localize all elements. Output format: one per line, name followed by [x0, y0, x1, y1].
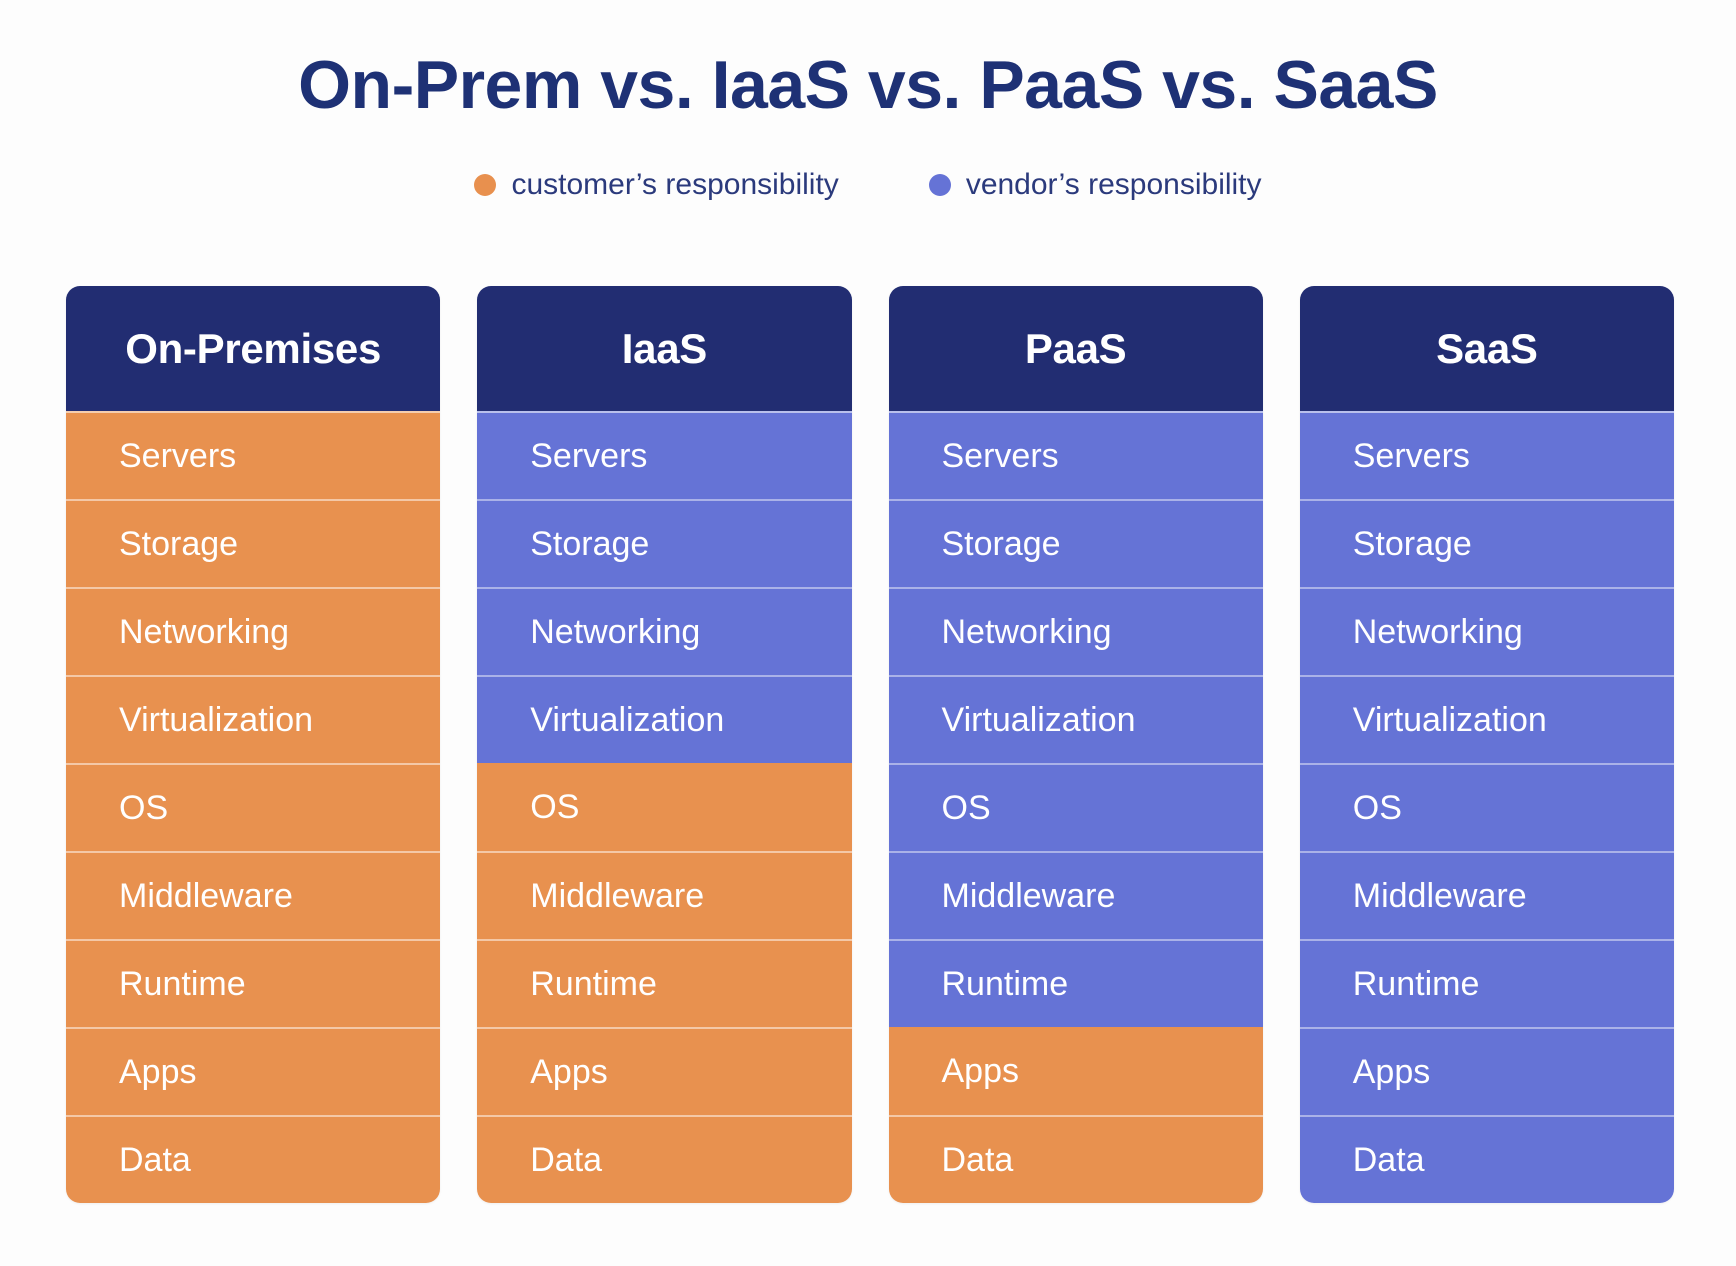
cell-on-premises-servers: Servers — [66, 411, 441, 499]
cell-on-premises-os: OS — [66, 763, 441, 851]
cell-iaas-networking: Networking — [477, 587, 852, 675]
cell-on-premises-data: Data — [66, 1115, 441, 1203]
legend-label-customer: customer’s responsibility — [511, 168, 839, 201]
column-header-on-premises: On-Premises — [66, 286, 441, 411]
cell-iaas-apps: Apps — [477, 1027, 852, 1115]
cell-on-premises-apps: Apps — [66, 1027, 441, 1115]
cell-saas-apps: Apps — [1299, 1027, 1674, 1115]
legend-item-customer: customer’s responsibility — [474, 168, 839, 202]
cell-saas-data: Data — [1299, 1115, 1674, 1203]
cell-paas-servers: Servers — [888, 411, 1263, 499]
cell-iaas-virtualization: Virtualization — [477, 675, 852, 763]
cell-on-premises-virtualization: Virtualization — [66, 675, 441, 763]
cell-iaas-servers: Servers — [477, 411, 852, 499]
cell-on-premises-networking: Networking — [66, 587, 441, 675]
cell-iaas-os: OS — [477, 763, 852, 851]
cell-saas-networking: Networking — [1299, 587, 1674, 675]
cell-saas-middleware: Middleware — [1299, 851, 1674, 939]
legend-dot-icon-customer — [474, 174, 497, 196]
cell-iaas-storage: Storage — [477, 499, 852, 587]
cell-paas-storage: Storage — [888, 499, 1263, 587]
legend-dot-icon-vendor — [928, 174, 951, 196]
cell-saas-runtime: Runtime — [1299, 939, 1674, 1027]
cell-saas-servers: Servers — [1299, 411, 1674, 499]
cell-paas-os: OS — [888, 763, 1263, 851]
cell-iaas-runtime: Runtime — [477, 939, 852, 1027]
cell-paas-apps: Apps — [888, 1027, 1263, 1115]
cell-saas-virtualization: Virtualization — [1299, 675, 1674, 763]
cell-paas-virtualization: Virtualization — [888, 675, 1263, 763]
column-header-iaas: IaaS — [477, 286, 852, 411]
legend: customer’s responsibility vendor’s respon… — [0, 168, 1736, 202]
cell-saas-storage: Storage — [1299, 499, 1674, 587]
cell-saas-os: OS — [1299, 763, 1674, 851]
cell-paas-runtime: Runtime — [888, 939, 1263, 1027]
page-title: On-Prem vs. IaaS vs. PaaS vs. SaaS — [298, 47, 1438, 123]
cell-iaas-middleware: Middleware — [477, 851, 852, 939]
cell-paas-middleware: Middleware — [888, 851, 1263, 939]
cell-on-premises-middleware: Middleware — [66, 851, 441, 939]
cell-on-premises-storage: Storage — [66, 499, 441, 587]
cell-iaas-data: Data — [477, 1115, 852, 1203]
legend-item-vendor: vendor’s responsibility — [928, 168, 1262, 202]
cell-on-premises-runtime: Runtime — [66, 939, 441, 1027]
cell-paas-data: Data — [888, 1115, 1263, 1203]
legend-label-vendor: vendor’s responsibility — [965, 168, 1262, 201]
column-header-saas: SaaS — [1299, 286, 1674, 411]
column-header-paas: PaaS — [888, 286, 1263, 411]
cell-paas-networking: Networking — [888, 587, 1263, 675]
